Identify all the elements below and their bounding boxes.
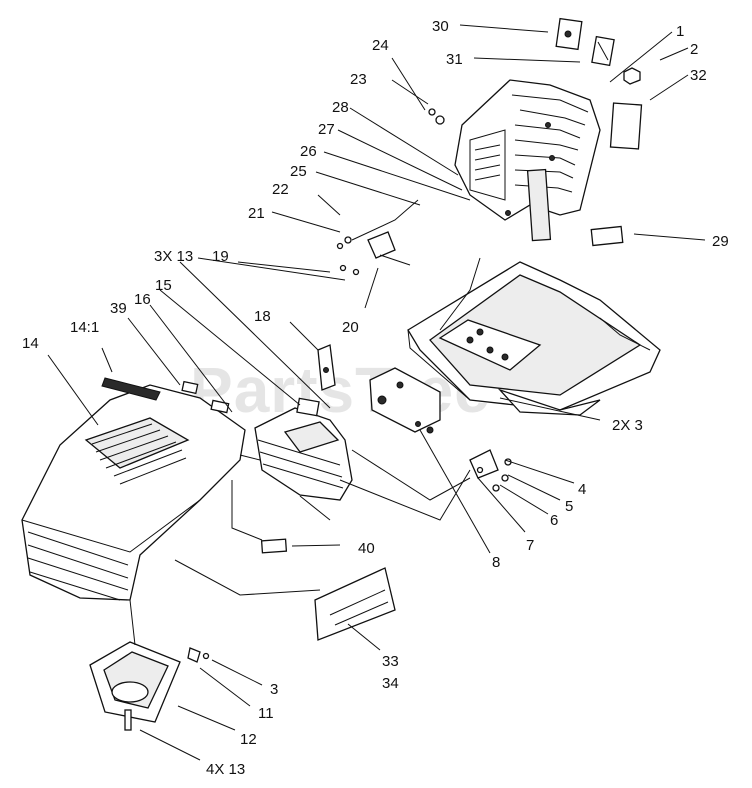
callout-labels: 30 31 1 2 32 24 23 28 27 26 25 22 21 29 … — [22, 18, 729, 778]
callout-25: 25 — [290, 163, 307, 180]
callout-31: 31 — [446, 51, 463, 68]
assembly-lines — [129, 257, 481, 646]
callout-26: 26 — [300, 143, 317, 160]
cup-holder-part — [89, 641, 210, 731]
lower-decal-parts — [260, 538, 396, 641]
hardware-parts — [469, 449, 512, 492]
callout-27: 27 — [318, 121, 335, 138]
callout-28: 28 — [332, 99, 349, 116]
callout-14: 14 — [22, 335, 39, 352]
callout-8: 8 — [492, 554, 500, 571]
hood-part — [21, 377, 301, 601]
callout-15: 15 — [155, 277, 172, 294]
callout-40: 40 — [358, 540, 375, 557]
callout-18: 18 — [254, 308, 271, 325]
callout-39: 39 — [110, 300, 127, 317]
callout-33: 33 — [382, 653, 399, 670]
callout-29: 29 — [712, 233, 729, 250]
leader-lines — [47, 24, 706, 761]
callout-6: 6 — [550, 512, 558, 529]
callout-34: 34 — [382, 675, 399, 692]
callout-3x13: 3X 13 — [154, 248, 193, 265]
callout-23: 23 — [350, 71, 367, 88]
callout-2: 2 — [690, 41, 698, 58]
callout-11: 11 — [258, 705, 274, 722]
callout-5: 5 — [565, 498, 573, 515]
callout-4: 4 — [578, 481, 586, 498]
dash-panel-part — [254, 397, 353, 521]
callout-2x3: 2X 3 — [612, 417, 643, 434]
callout-30: 30 — [432, 18, 449, 35]
fender-upper-part — [454, 79, 601, 242]
bracket-parts — [317, 344, 441, 434]
callout-22: 22 — [272, 181, 289, 198]
decal-parts — [555, 17, 643, 247]
callout-1: 1 — [676, 23, 684, 40]
callout-19: 19 — [212, 248, 229, 265]
callout-3: 3 — [270, 681, 278, 698]
callout-4x13: 4X 13 — [206, 761, 245, 778]
callout-12: 12 — [240, 731, 257, 748]
seat-pan-part — [407, 261, 661, 416]
callout-32: 32 — [690, 67, 707, 84]
callout-7: 7 — [526, 537, 534, 554]
callout-20: 20 — [342, 319, 359, 336]
callout-14-1: 14:1 — [70, 319, 99, 336]
seat-linkage-parts — [336, 108, 511, 276]
callout-24: 24 — [372, 37, 389, 54]
callout-16: 16 — [134, 291, 151, 308]
callout-21: 21 — [248, 205, 265, 222]
